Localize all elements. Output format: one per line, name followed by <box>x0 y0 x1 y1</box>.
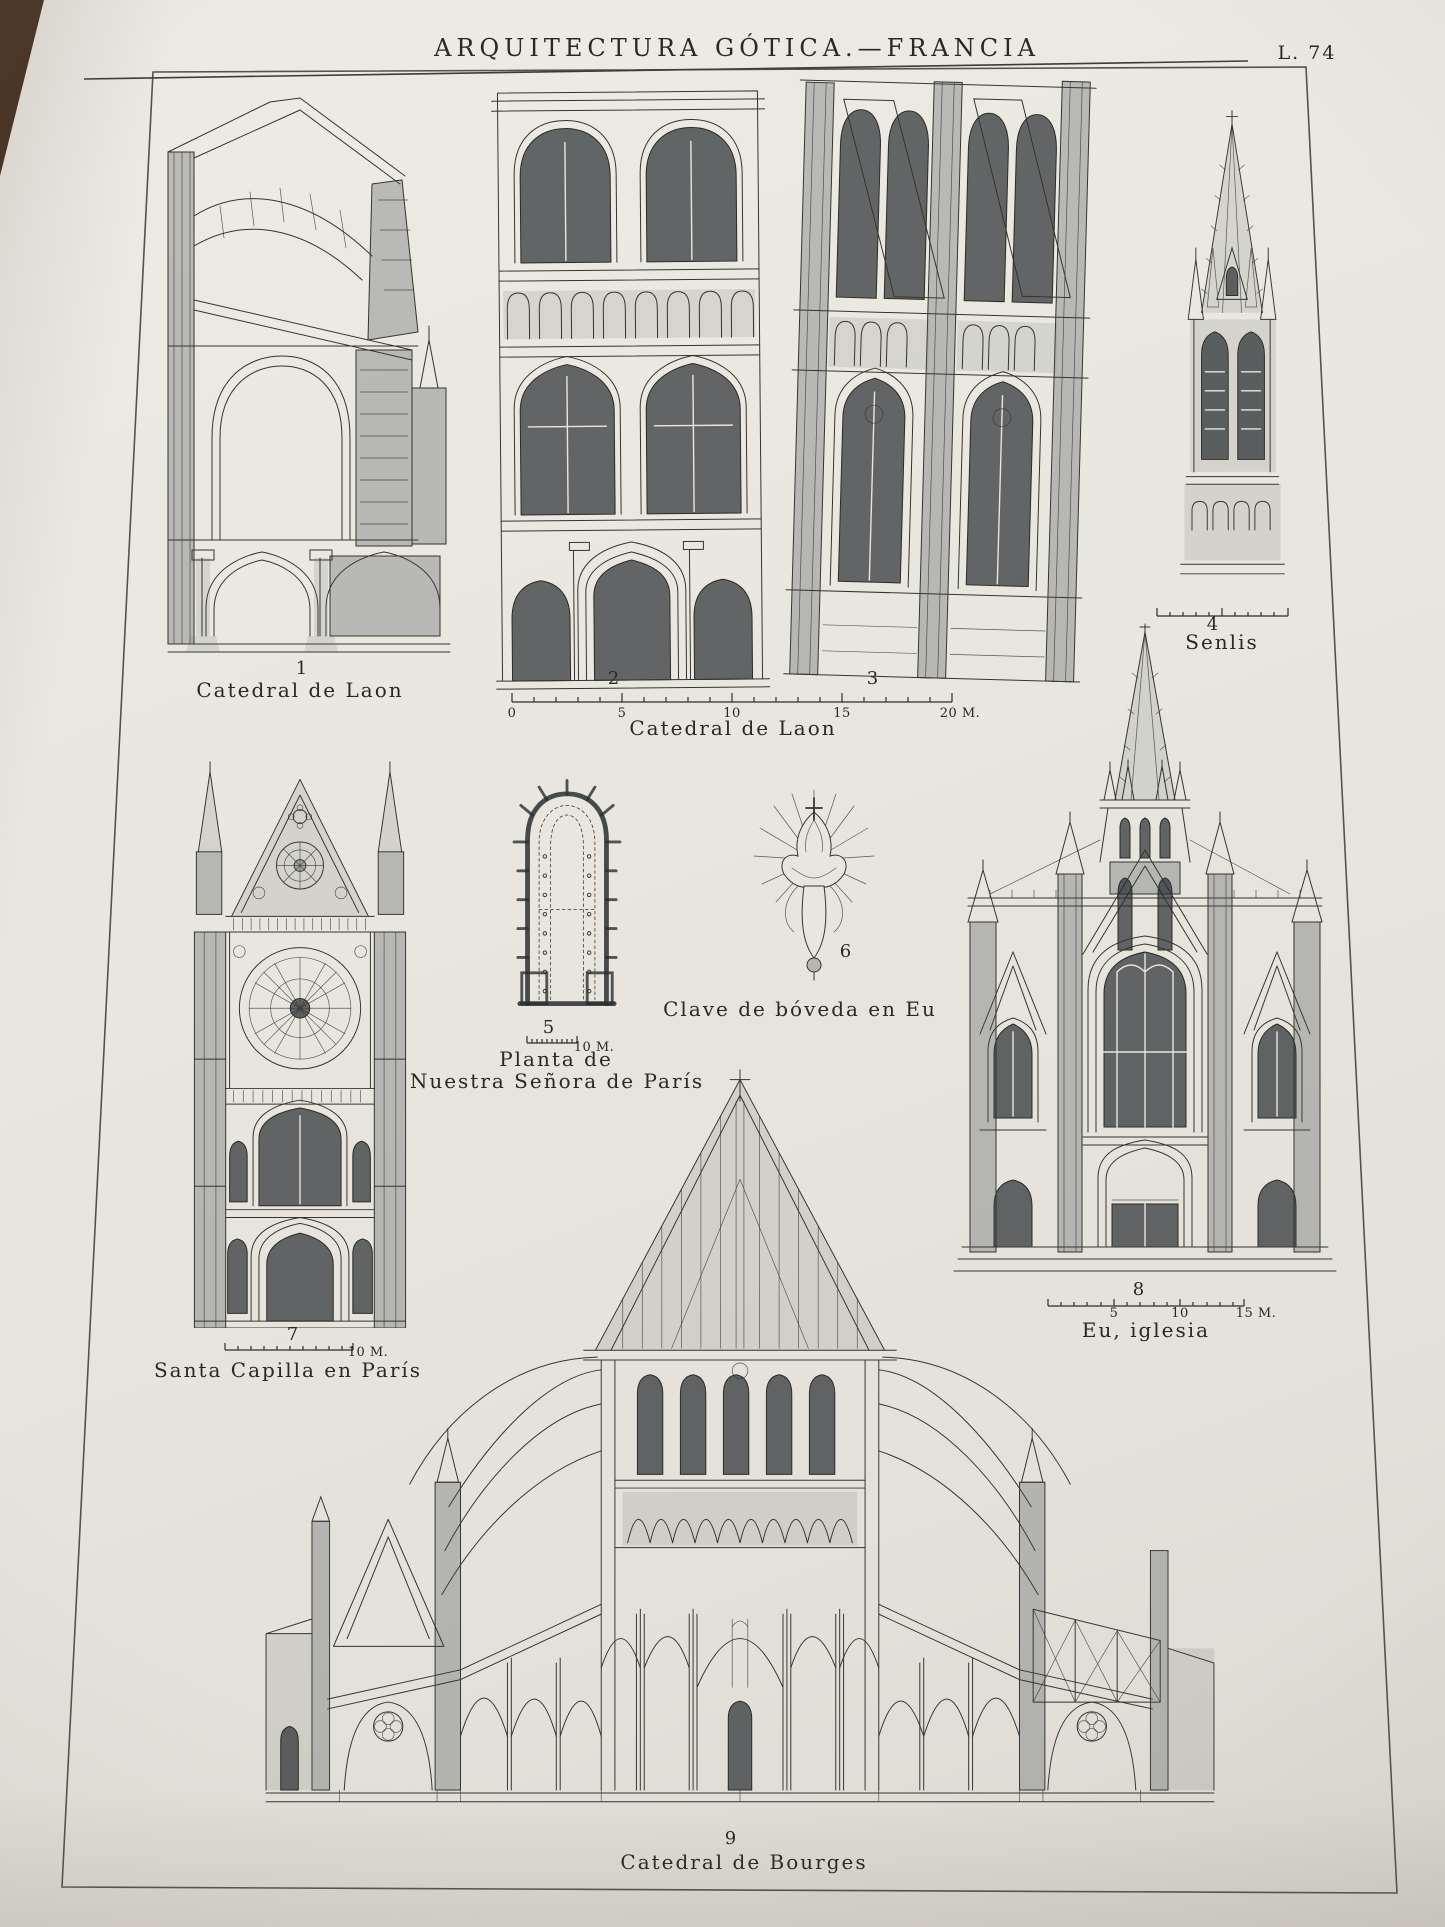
laon-section-engraving <box>167 97 451 653</box>
fig9-caption: Catedral de Bourges <box>620 1850 868 1874</box>
eu-church-facade-engraving <box>953 623 1337 1272</box>
sainte-chapelle-scale-bar <box>224 1343 354 1351</box>
plate-title: ARQUITECTURA GÓTICA.—FRANCIA <box>434 34 1040 62</box>
fig4-caption: Senlis <box>1185 630 1259 654</box>
fig6-number: 6 <box>839 941 853 962</box>
fig7-scale-label: 10 M. <box>347 1345 389 1360</box>
plate-number: L. 74 <box>1277 42 1337 64</box>
fig4-number: 4 <box>1206 614 1220 635</box>
notredame-plan-scale-bar <box>526 1036 578 1044</box>
fig5-caption-line2: Nuestra Señora de París <box>409 1069 705 1093</box>
fig8-number: 8 <box>1132 1279 1146 1300</box>
fig5-caption-line1: Planta de <box>499 1047 613 1071</box>
senlis-scale-bar <box>1156 608 1289 617</box>
senlis-spire-engraving <box>1180 110 1285 575</box>
fig1-caption: Catedral de Laon <box>196 678 404 702</box>
eu-church-scale-bar <box>1047 1299 1245 1307</box>
fig8-caption: Eu, iglesia <box>1081 1318 1211 1342</box>
laon-bay-elevation-engraving <box>491 90 771 690</box>
laon-scale-bar <box>511 693 953 703</box>
laon-scale-tick-15: 15 <box>833 706 851 721</box>
eu-keystone-engraving <box>753 789 875 981</box>
fig8-scale-tick-15: 15 M. <box>1235 1306 1277 1321</box>
sainte-chapelle-facade-engraving <box>193 761 407 1328</box>
laon-scale-tick-0: 0 <box>507 706 517 721</box>
laon-scale-tick-10: 10 <box>723 706 741 721</box>
laon-group-caption: Catedral de Laon <box>629 716 837 740</box>
fig1-number: 1 <box>295 658 309 679</box>
fig2-number: 2 <box>607 668 621 689</box>
fig8-scale-tick-5: 5 <box>1109 1306 1119 1321</box>
fig7-number: 7 <box>286 1324 300 1345</box>
fig5-scale-label: 10 M. <box>573 1040 615 1055</box>
fig8-scale-tick-10: 10 <box>1171 1306 1189 1321</box>
fig5-number: 5 <box>542 1017 556 1038</box>
laon-scale-tick-5: 5 <box>617 706 627 721</box>
fig3-number: 3 <box>866 668 880 689</box>
notredame-plan-engraving <box>512 778 622 1007</box>
fig7-caption: Santa Capilla en París <box>153 1358 423 1382</box>
fig6-caption: Clave de bóveda en Eu <box>663 997 937 1021</box>
fig9-number: 9 <box>724 1828 738 1849</box>
laon-scale-tick-20: 20 M. <box>939 706 981 721</box>
bourges-section-engraving <box>265 1069 1215 1803</box>
laon-bay-elevation2-engraving <box>783 79 1097 683</box>
